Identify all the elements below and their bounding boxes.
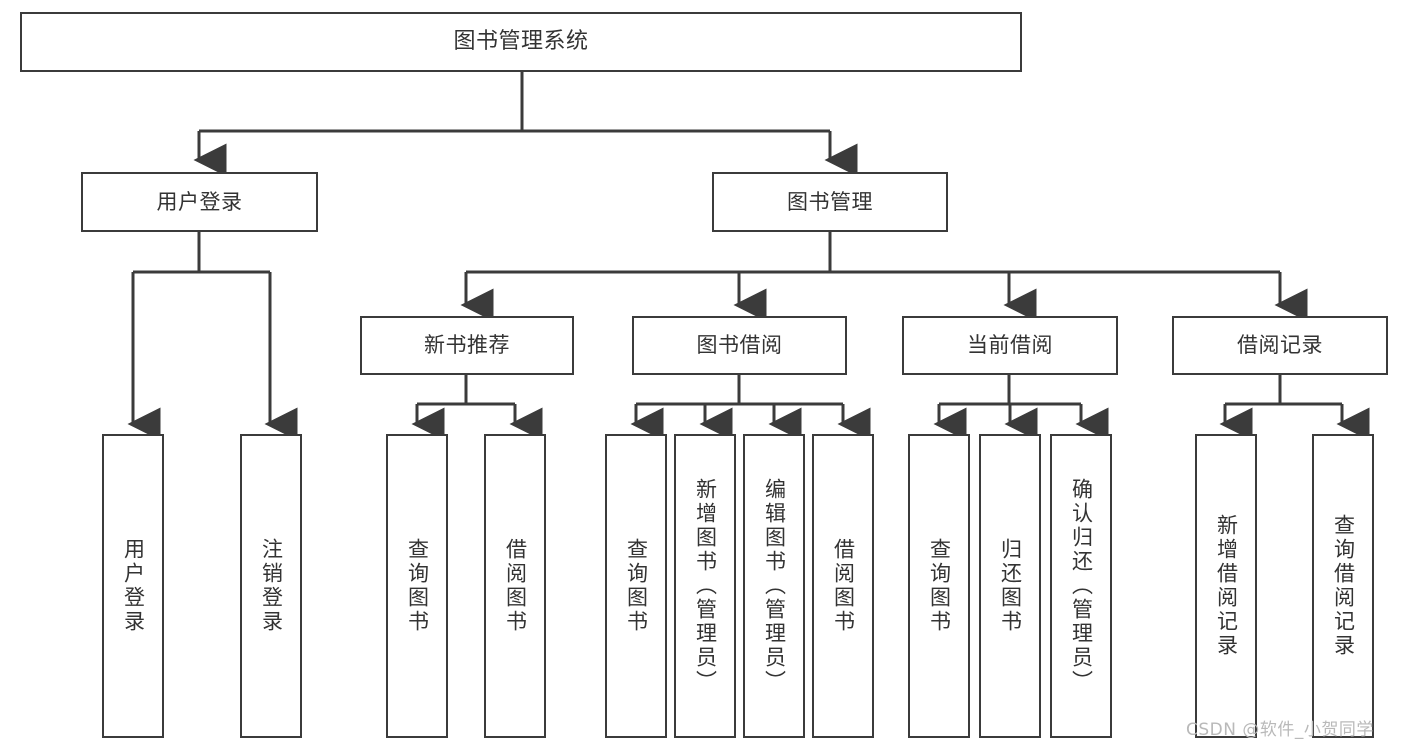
node-leaf-return-book[interactable]: 归还图书 bbox=[979, 434, 1041, 738]
node-leaf-user-login-label: 用户登录 bbox=[121, 538, 146, 634]
node-book-management[interactable]: 图书管理 bbox=[712, 172, 948, 232]
node-root-label: 图书管理系统 bbox=[453, 28, 589, 54]
node-borrow-records-label: 借阅记录 bbox=[1237, 333, 1323, 358]
node-new-book-recommend-label: 新书推荐 bbox=[424, 333, 510, 358]
watermark-text: CSDN @软件_小贺同学 bbox=[1186, 720, 1374, 740]
node-book-borrow[interactable]: 图书借阅 bbox=[632, 316, 847, 375]
node-leaf-confirm-return-admin[interactable]: 确认归还（管理员） bbox=[1050, 434, 1112, 738]
node-leaf-add-book-admin[interactable]: 新增图书（管理员） bbox=[674, 434, 736, 738]
node-leaf-add-borrow-record[interactable]: 新增借阅记录 bbox=[1195, 434, 1257, 738]
node-book-management-label: 图书管理 bbox=[787, 189, 873, 214]
node-root[interactable]: 图书管理系统 bbox=[20, 12, 1022, 72]
node-user-login[interactable]: 用户登录 bbox=[81, 172, 318, 232]
node-new-book-recommend[interactable]: 新书推荐 bbox=[360, 316, 574, 375]
node-leaf-add-book-admin-label: 新增图书（管理员） bbox=[693, 478, 718, 694]
node-leaf-logout[interactable]: 注销登录 bbox=[240, 434, 302, 738]
node-leaf-query-book-3[interactable]: 查询图书 bbox=[908, 434, 970, 738]
node-leaf-edit-book-admin-label: 编辑图书（管理员） bbox=[762, 478, 787, 694]
node-leaf-query-book-1-label: 查询图书 bbox=[405, 538, 430, 634]
node-leaf-confirm-return-admin-label: 确认归还（管理员） bbox=[1069, 478, 1094, 694]
node-user-login-label: 用户登录 bbox=[156, 189, 243, 214]
node-leaf-logout-label: 注销登录 bbox=[259, 538, 284, 634]
node-borrow-records[interactable]: 借阅记录 bbox=[1172, 316, 1388, 375]
node-leaf-borrow-book-1-label: 借阅图书 bbox=[503, 538, 528, 634]
node-leaf-borrow-book-1[interactable]: 借阅图书 bbox=[484, 434, 546, 738]
node-leaf-return-book-label: 归还图书 bbox=[998, 538, 1023, 634]
node-leaf-edit-book-admin[interactable]: 编辑图书（管理员） bbox=[743, 434, 805, 738]
node-leaf-user-login[interactable]: 用户登录 bbox=[102, 434, 164, 738]
node-book-borrow-label: 图书借阅 bbox=[696, 333, 783, 358]
node-leaf-query-borrow-record-label: 查询借阅记录 bbox=[1331, 514, 1356, 658]
node-leaf-query-book-3-label: 查询图书 bbox=[927, 538, 952, 634]
node-leaf-add-borrow-record-label: 新增借阅记录 bbox=[1214, 514, 1239, 658]
node-leaf-query-book-1[interactable]: 查询图书 bbox=[386, 434, 448, 738]
node-leaf-borrow-book-2[interactable]: 借阅图书 bbox=[812, 434, 874, 738]
node-leaf-query-book-2[interactable]: 查询图书 bbox=[605, 434, 667, 738]
node-leaf-query-borrow-record[interactable]: 查询借阅记录 bbox=[1312, 434, 1374, 738]
node-leaf-borrow-book-2-label: 借阅图书 bbox=[831, 538, 856, 634]
node-current-borrow[interactable]: 当前借阅 bbox=[902, 316, 1118, 375]
node-current-borrow-label: 当前借阅 bbox=[967, 333, 1053, 358]
node-leaf-query-book-2-label: 查询图书 bbox=[624, 538, 649, 634]
